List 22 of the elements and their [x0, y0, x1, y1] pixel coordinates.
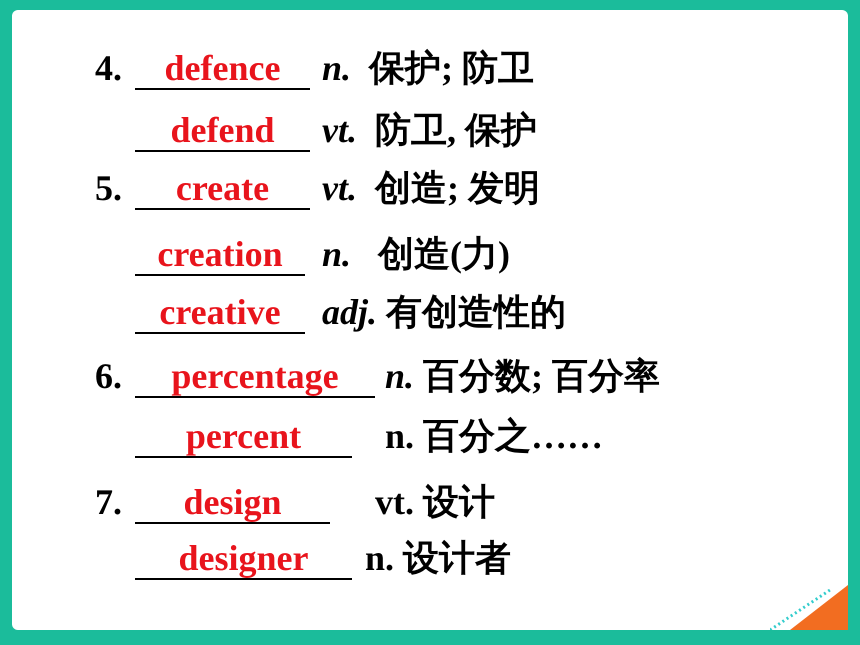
item-number: 4.: [95, 48, 122, 88]
word-meaning: n. 设计者: [365, 538, 512, 578]
answer-word: percentage: [170, 356, 340, 396]
item-number: 5.: [95, 168, 122, 208]
item-number: 6.: [95, 356, 122, 396]
answer-word: percent: [184, 416, 302, 456]
word-meaning: adj. 有创造性的: [322, 292, 566, 332]
word-meaning: n. 百分之……: [385, 416, 604, 456]
word-meaning: vt. 创造; 发明: [322, 168, 540, 208]
answer-word: create: [174, 168, 270, 208]
word-meaning: vt. 防卫, 保护: [322, 110, 537, 150]
answer-word: design: [182, 482, 283, 522]
answer-word: creation: [156, 234, 284, 274]
word-meaning: n. 百分数; 百分率: [385, 356, 660, 396]
word-meaning: n. 创造(力): [322, 234, 510, 274]
answer-word: defend: [169, 110, 276, 150]
item-number: 7.: [95, 482, 122, 522]
word-meaning: n. 保护; 防卫: [322, 48, 534, 88]
answer-word: designer: [178, 538, 310, 578]
word-meaning: vt. 设计: [375, 482, 495, 522]
answer-word: defence: [164, 48, 282, 88]
answer-word: creative: [158, 292, 282, 332]
